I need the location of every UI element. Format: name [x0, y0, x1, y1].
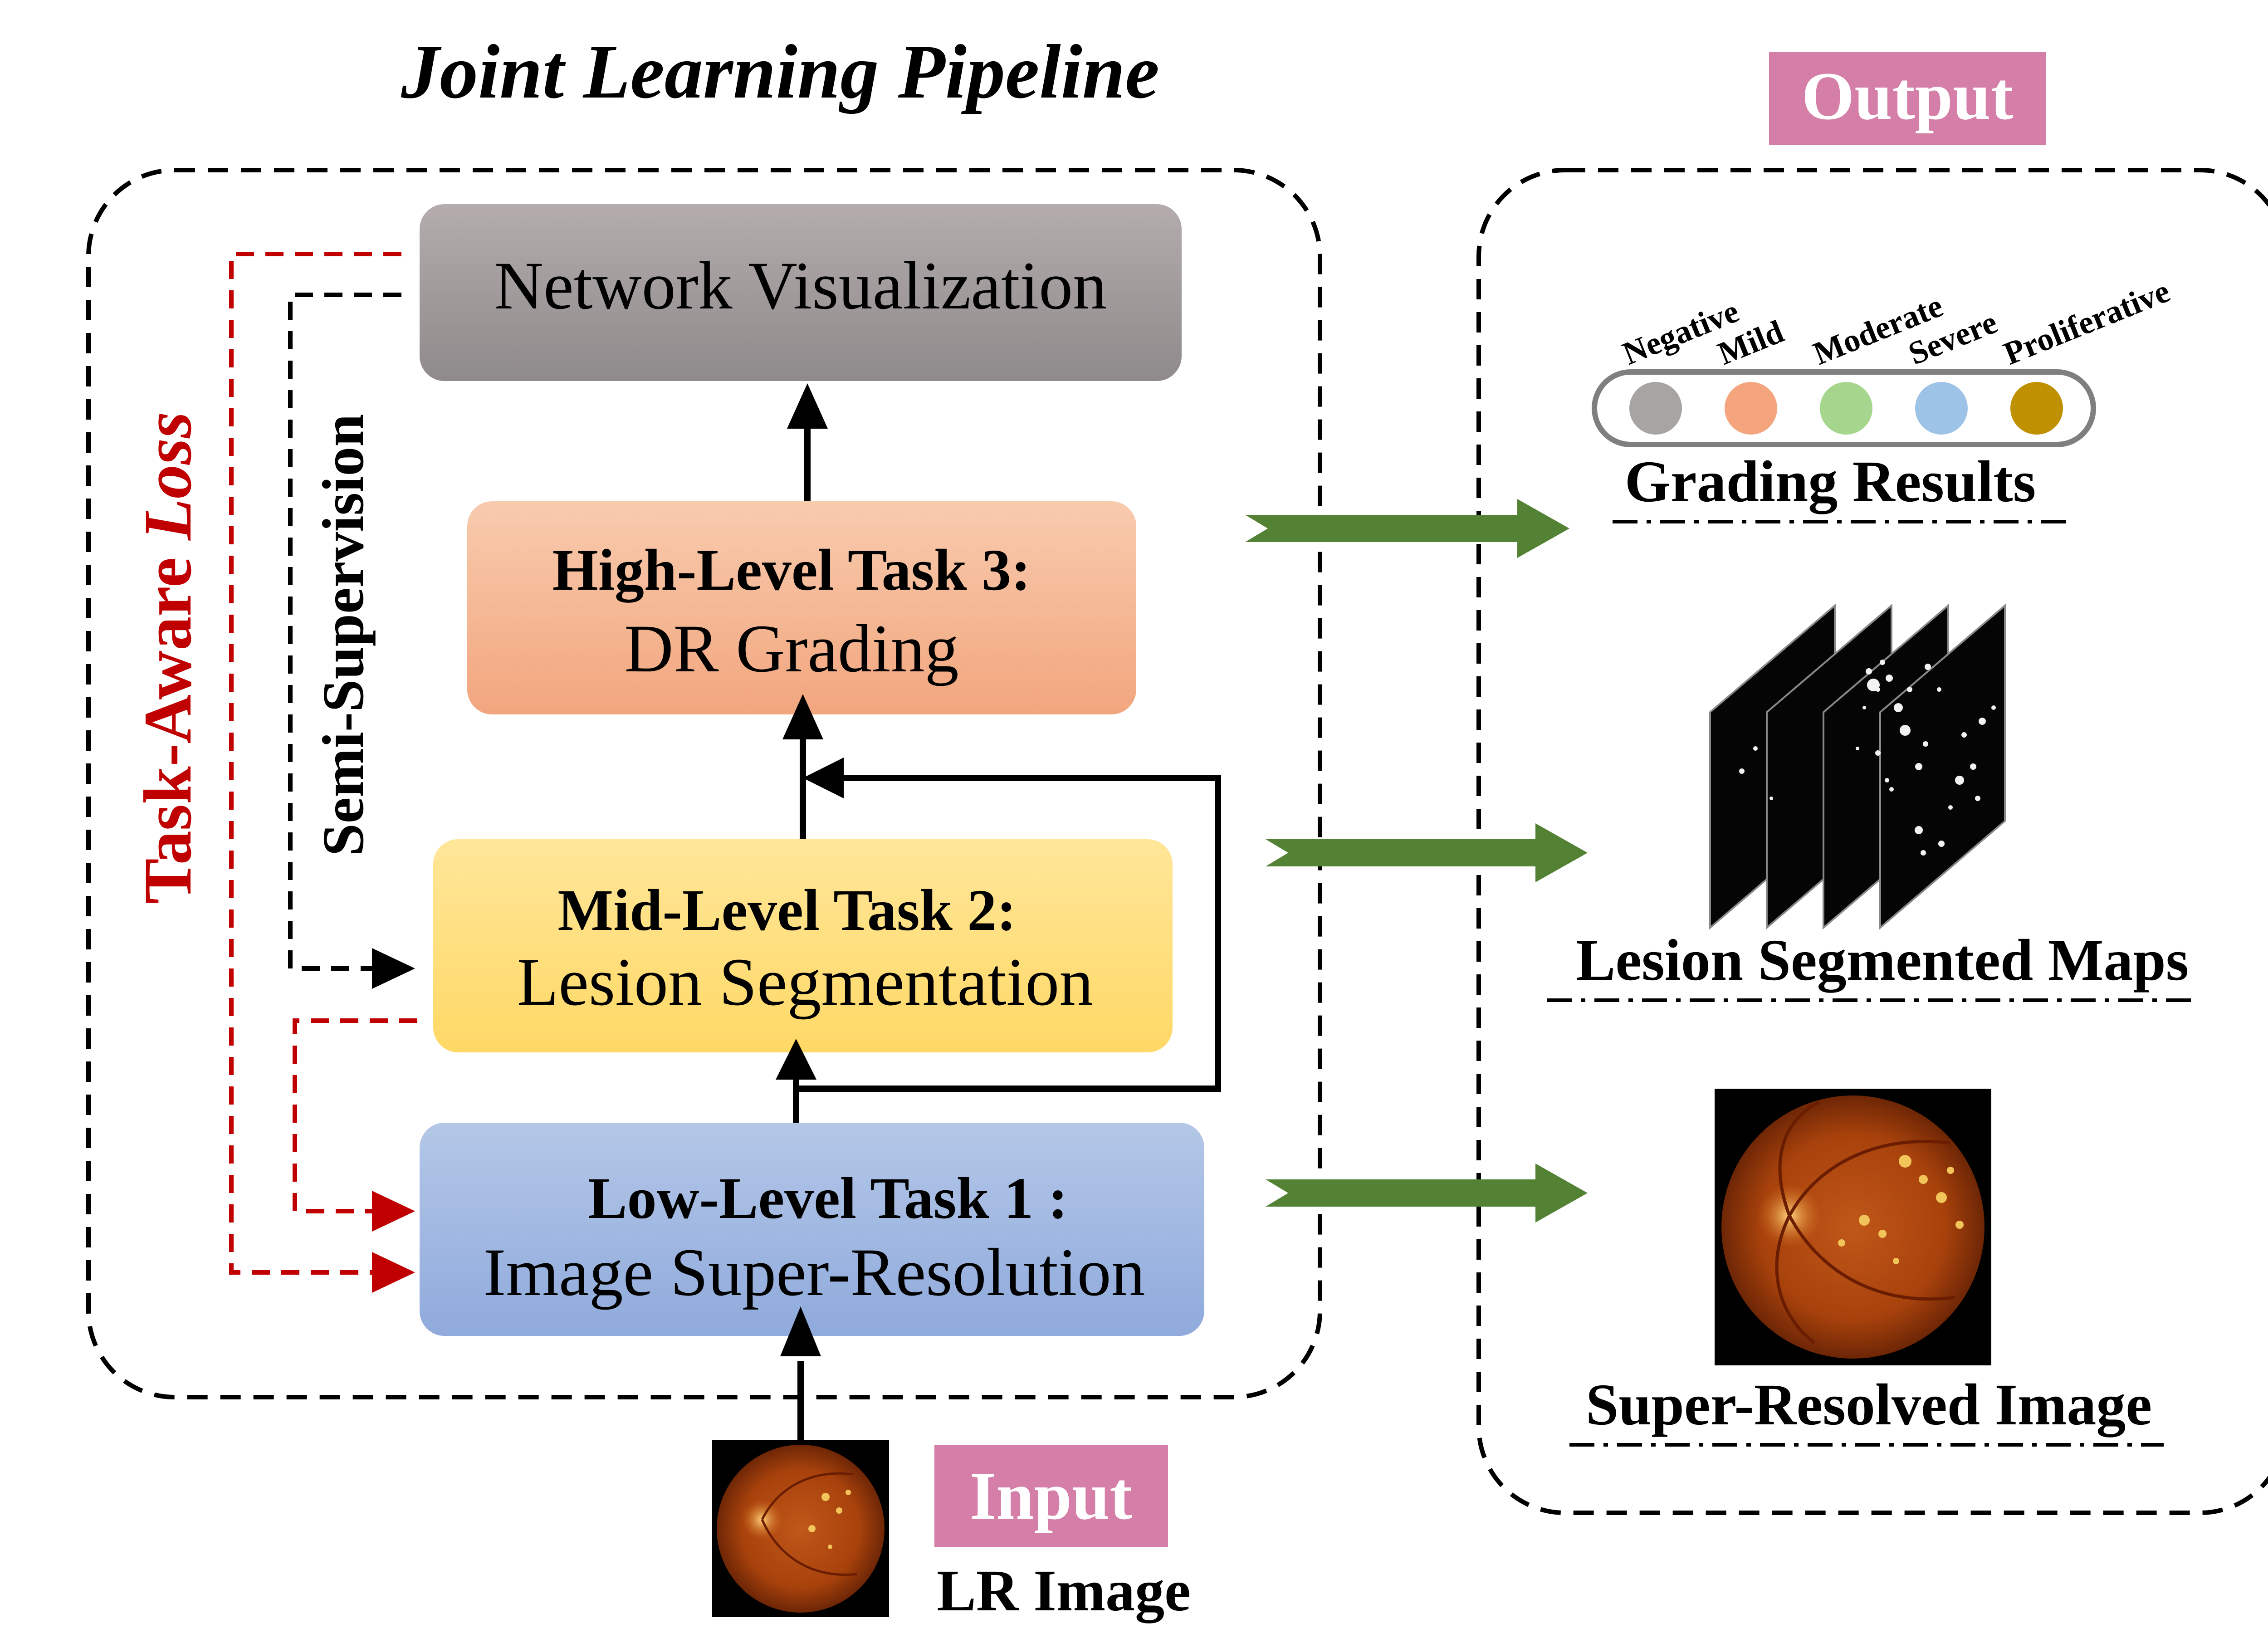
- flow-arrows: [793, 404, 1221, 1440]
- grade-label-proliferative: Proliferative: [1999, 273, 2175, 372]
- super-resolved-caption: Super-Resolved Image: [1586, 1372, 2152, 1438]
- semi-supervision-line: [288, 293, 401, 971]
- lr-input-fundus-image: [712, 1440, 889, 1617]
- lesion-maps-caption: Lesion Segmented Maps: [1576, 928, 2189, 993]
- grade-dot-negative: [1629, 382, 1682, 435]
- input-badge: [934, 1445, 1168, 1547]
- semi-supervision-label: Semi-Supervision: [311, 414, 376, 856]
- task2-heading: Mid-Level Task 2:: [557, 878, 1016, 943]
- semi-supervision-arrowhead: [372, 948, 415, 989]
- skip-connection-line: [796, 775, 1221, 1092]
- diagram-title: Joint Learning Pipeline: [401, 29, 1159, 114]
- arrowhead-vis: [787, 383, 828, 429]
- pipeline-container: [86, 168, 1322, 1399]
- output-arrow-superres: [1266, 1164, 1588, 1222]
- super-resolved-fundus-image: [1715, 1089, 1991, 1365]
- grade-dot-mild: [1725, 382, 1777, 435]
- grade-dot-severe: [1915, 382, 1968, 435]
- task1-box: [420, 1123, 1204, 1336]
- network-visualization-box: [420, 204, 1182, 381]
- lesion-map-4: [1879, 603, 2006, 930]
- grade-dot-moderate: [1820, 382, 1872, 435]
- output-badge: [1769, 52, 2046, 145]
- arrowhead-task3: [782, 694, 823, 739]
- task1-heading: Low-Level Task 1 :: [588, 1166, 1068, 1231]
- input-badge-label: Input: [970, 1458, 1133, 1534]
- flow-arrowheads: [776, 383, 844, 1356]
- arrowhead-task2: [776, 1039, 816, 1080]
- task-aware-loss-label: Task-Aware Loss: [130, 412, 205, 904]
- output-arrow-segmentation: [1266, 823, 1588, 882]
- task3-heading: High-Level Task 3:: [552, 538, 1031, 603]
- task1-label: Image Super-Resolution: [483, 1235, 1145, 1310]
- arrowhead-skip: [803, 758, 844, 798]
- lesion-maps-stack: [1709, 603, 2006, 930]
- lr-image-caption: LR Image: [937, 1558, 1191, 1623]
- task-aware-loss-arrowheads: [372, 1191, 415, 1293]
- task2-box: [433, 839, 1173, 1052]
- task-aware-loss-lines: [229, 252, 417, 1275]
- grade-dot-proliferative: [2010, 382, 2063, 435]
- output-container: [1476, 168, 2268, 1515]
- output-arrows: [1245, 499, 1588, 1222]
- task3-box: [467, 501, 1136, 714]
- task3-label: DR Grading: [624, 611, 958, 686]
- arrowhead-task1: [780, 1306, 821, 1356]
- task2-label: Lesion Segmentation: [517, 944, 1094, 1020]
- network-visualization-label: Network Visualization: [494, 248, 1107, 323]
- output-badge-label: Output: [1802, 59, 2014, 134]
- output-arrow-grading: [1245, 499, 1569, 558]
- grading-results-caption: Grading Results: [1625, 449, 2036, 514]
